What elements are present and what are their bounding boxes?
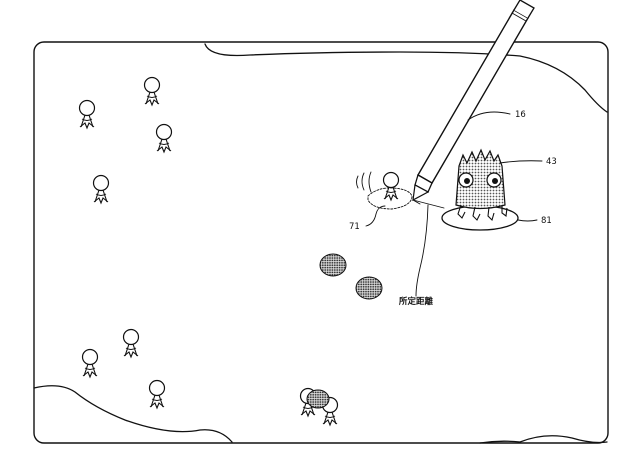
leader-43 (499, 160, 543, 164)
leader-16 (467, 111, 511, 121)
dotted-ball-icon (319, 253, 347, 277)
screen-frame (33, 41, 609, 444)
terrain-bottom-right (479, 435, 608, 444)
spiky-monster-icon (441, 148, 519, 231)
distance-line (412, 199, 445, 209)
leader-81 (517, 219, 538, 222)
label-distance: 所定距離 (398, 296, 434, 307)
label-stylus: 16 (515, 110, 526, 120)
motion-lines (356, 171, 372, 193)
label-monster-area: 81 (541, 216, 552, 226)
distance-leader (415, 204, 429, 297)
terrain-top-right (204, 43, 608, 113)
leader-71 (365, 205, 386, 227)
terrain-bottom-left (33, 385, 233, 443)
label-monster: 43 (546, 157, 557, 167)
dotted-ball-icon (306, 389, 330, 409)
label-player-area: 71 (349, 222, 360, 232)
dotted-ball-icon (355, 276, 383, 300)
stylus-pen-icon (412, 0, 535, 202)
selected-player (356, 171, 413, 210)
